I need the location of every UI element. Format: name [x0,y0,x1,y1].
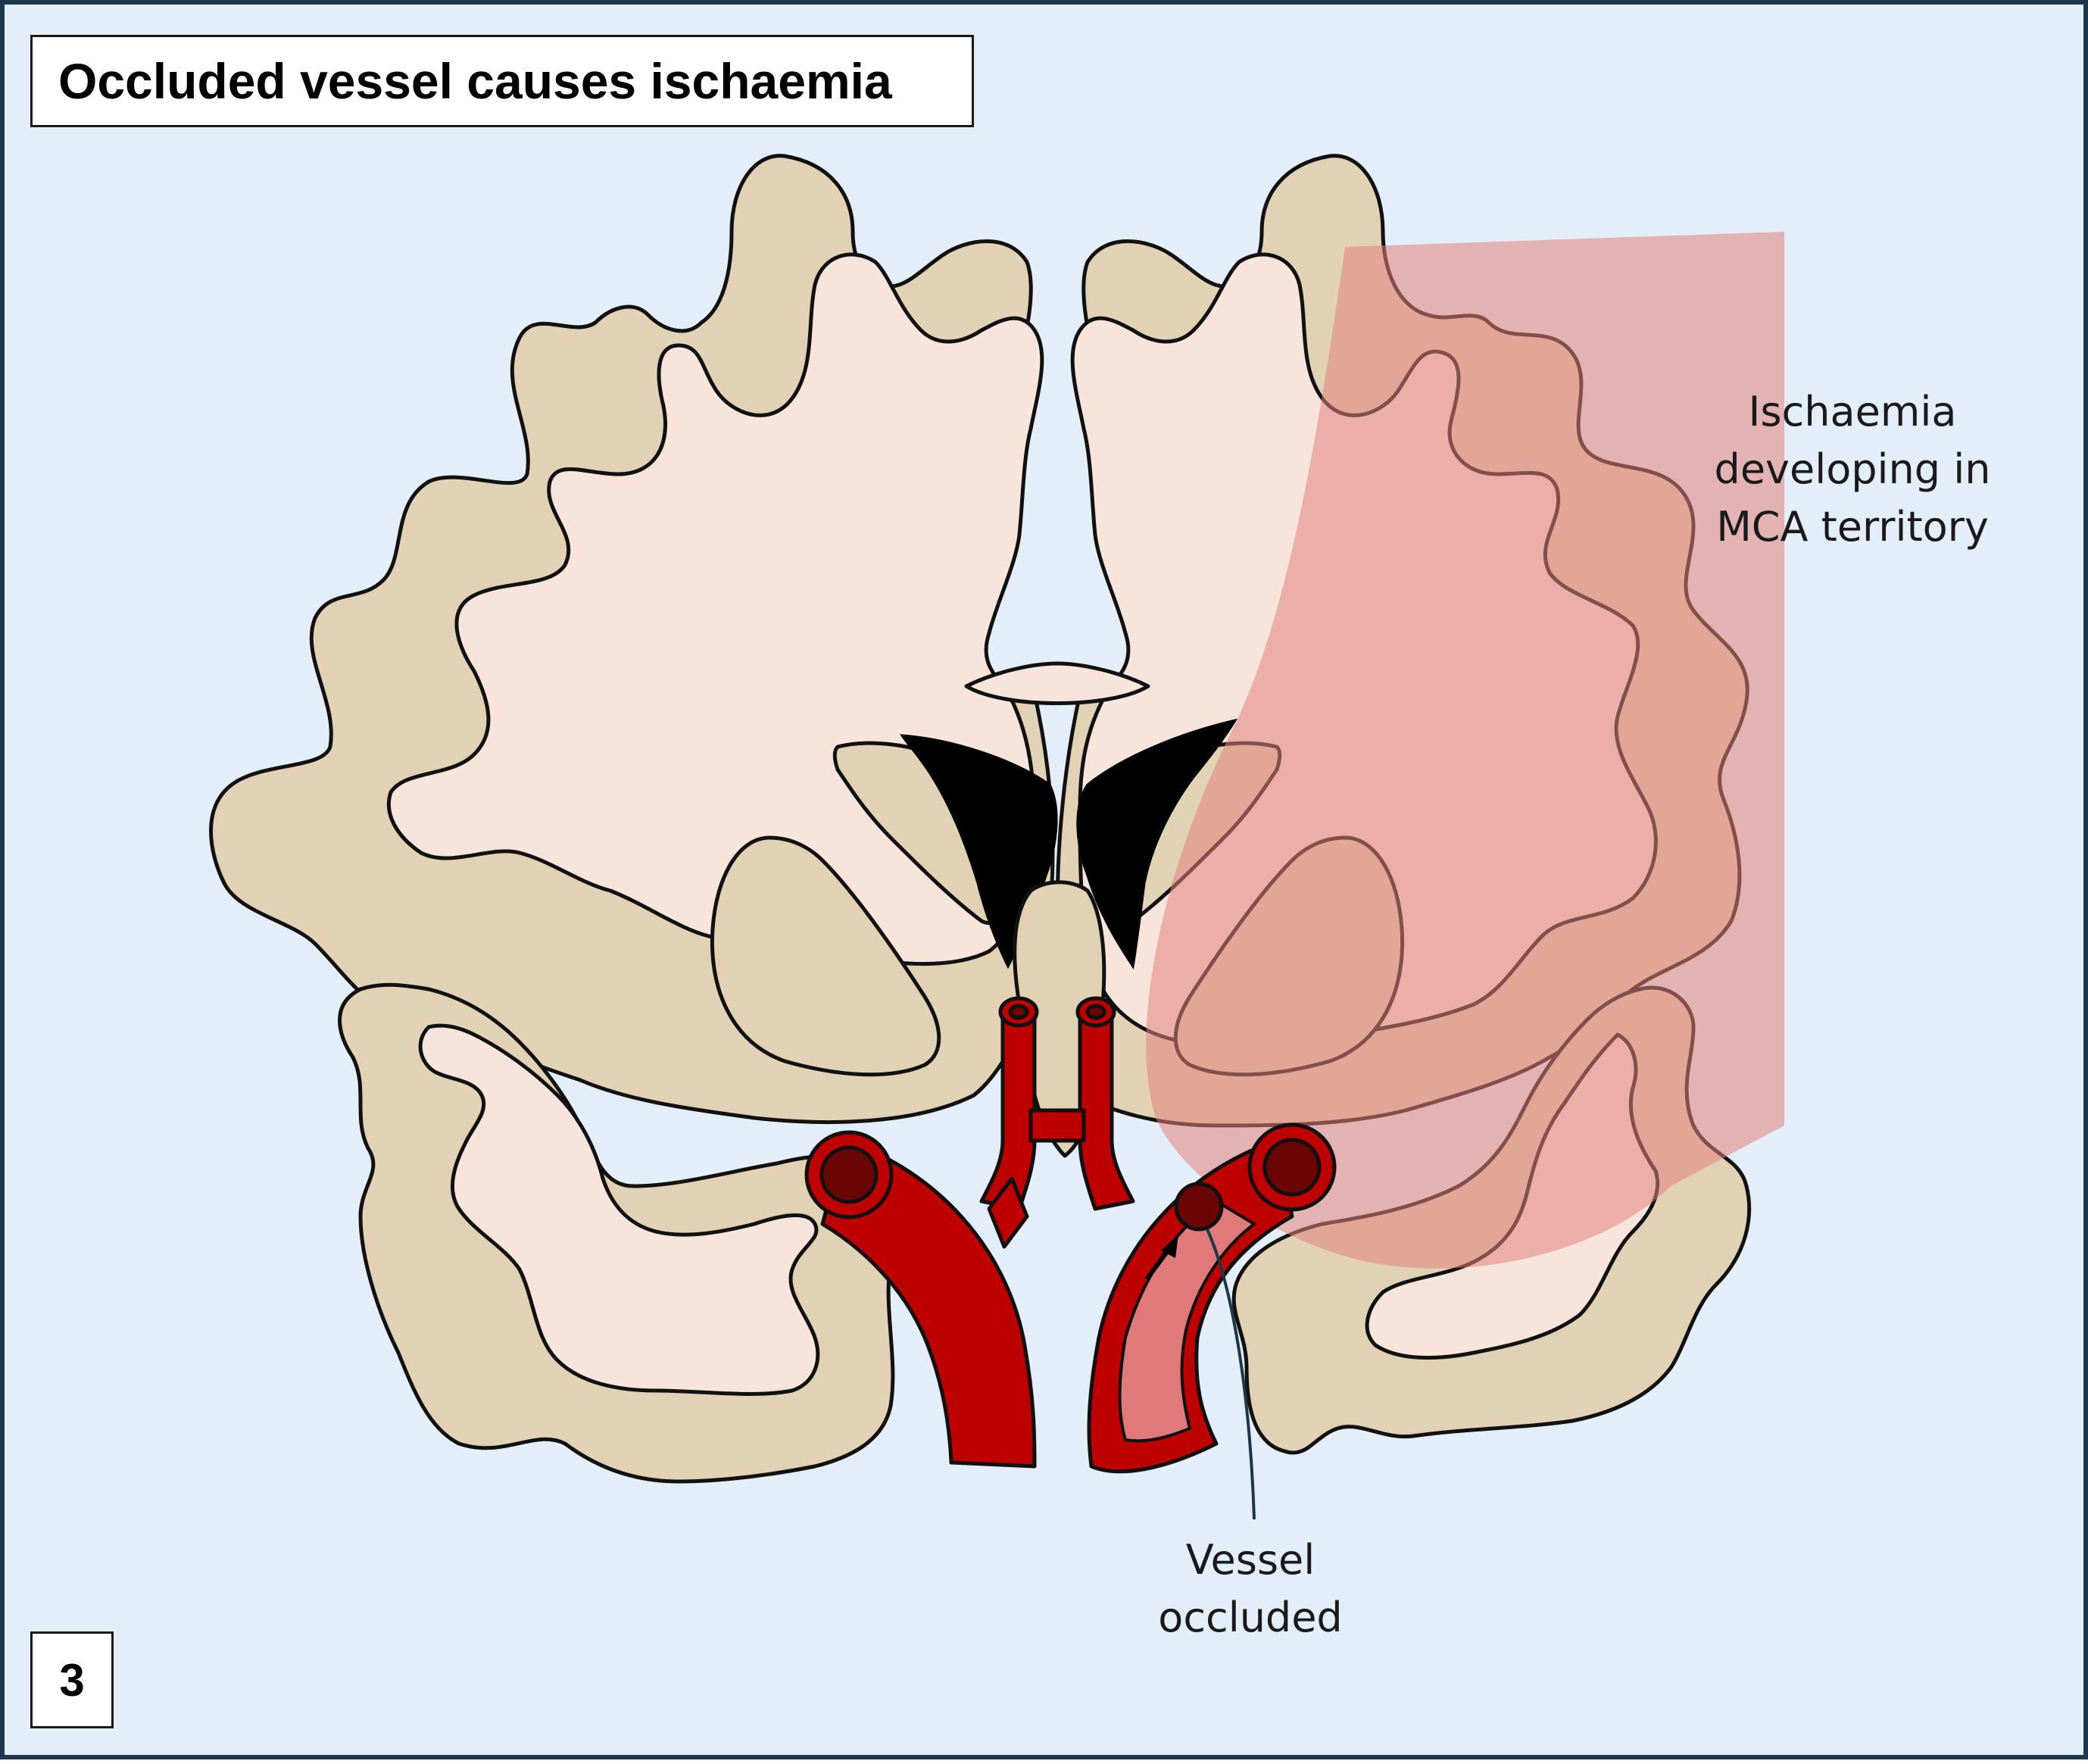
title-box: Occluded vessel causes ischaemia [30,35,974,127]
interhemispheric-fissure [964,661,1150,705]
ischaemia-label-line-2: developing in [1714,445,1991,493]
vessel-label-line-2: occluded [1158,1594,1343,1641]
right-aca-lumen [1085,1004,1106,1020]
flow-arrow-head [1161,1235,1178,1258]
left-mca-origin [987,1176,1029,1249]
anterior-communicating-artery [1028,1108,1086,1143]
ischaemia-label: Ischaemia developing in MCA territory [1671,383,2034,556]
right-anterior-cerebral-artery [1078,1010,1135,1211]
arterial-circle [804,996,1337,1520]
left-lentiform-nucleus [710,835,941,1077]
left-temporal-lobe [338,982,900,1484]
step-number: 3 [59,1654,85,1706]
left-internal-carotid-artery [820,1138,1037,1469]
left-hemisphere [209,154,1055,1125]
occluded-artery-segment [1118,1199,1257,1443]
step-number-box: 3 [30,1631,114,1728]
vessel-occluded-label: Vessel occluded [1095,1531,1406,1647]
left-aca-lumen [1008,1004,1029,1020]
right-mca-lumen [1262,1138,1322,1197]
vessel-label-line-1: Vessel [1185,1536,1316,1584]
clot [1174,1182,1224,1232]
left-mca-lumen [819,1145,879,1204]
vessel-leader-line [1206,1229,1256,1520]
ischaemia-label-line-1: Ischaemia [1748,388,1957,436]
right-lateral-ventricle [1076,718,1238,969]
diagram-title: Occluded vessel causes ischaemia [58,53,892,109]
brain-diagram [209,154,1784,1520]
ischaemia-label-line-3: MCA territory [1716,503,1989,551]
left-temporal-white-matter [418,1023,820,1396]
